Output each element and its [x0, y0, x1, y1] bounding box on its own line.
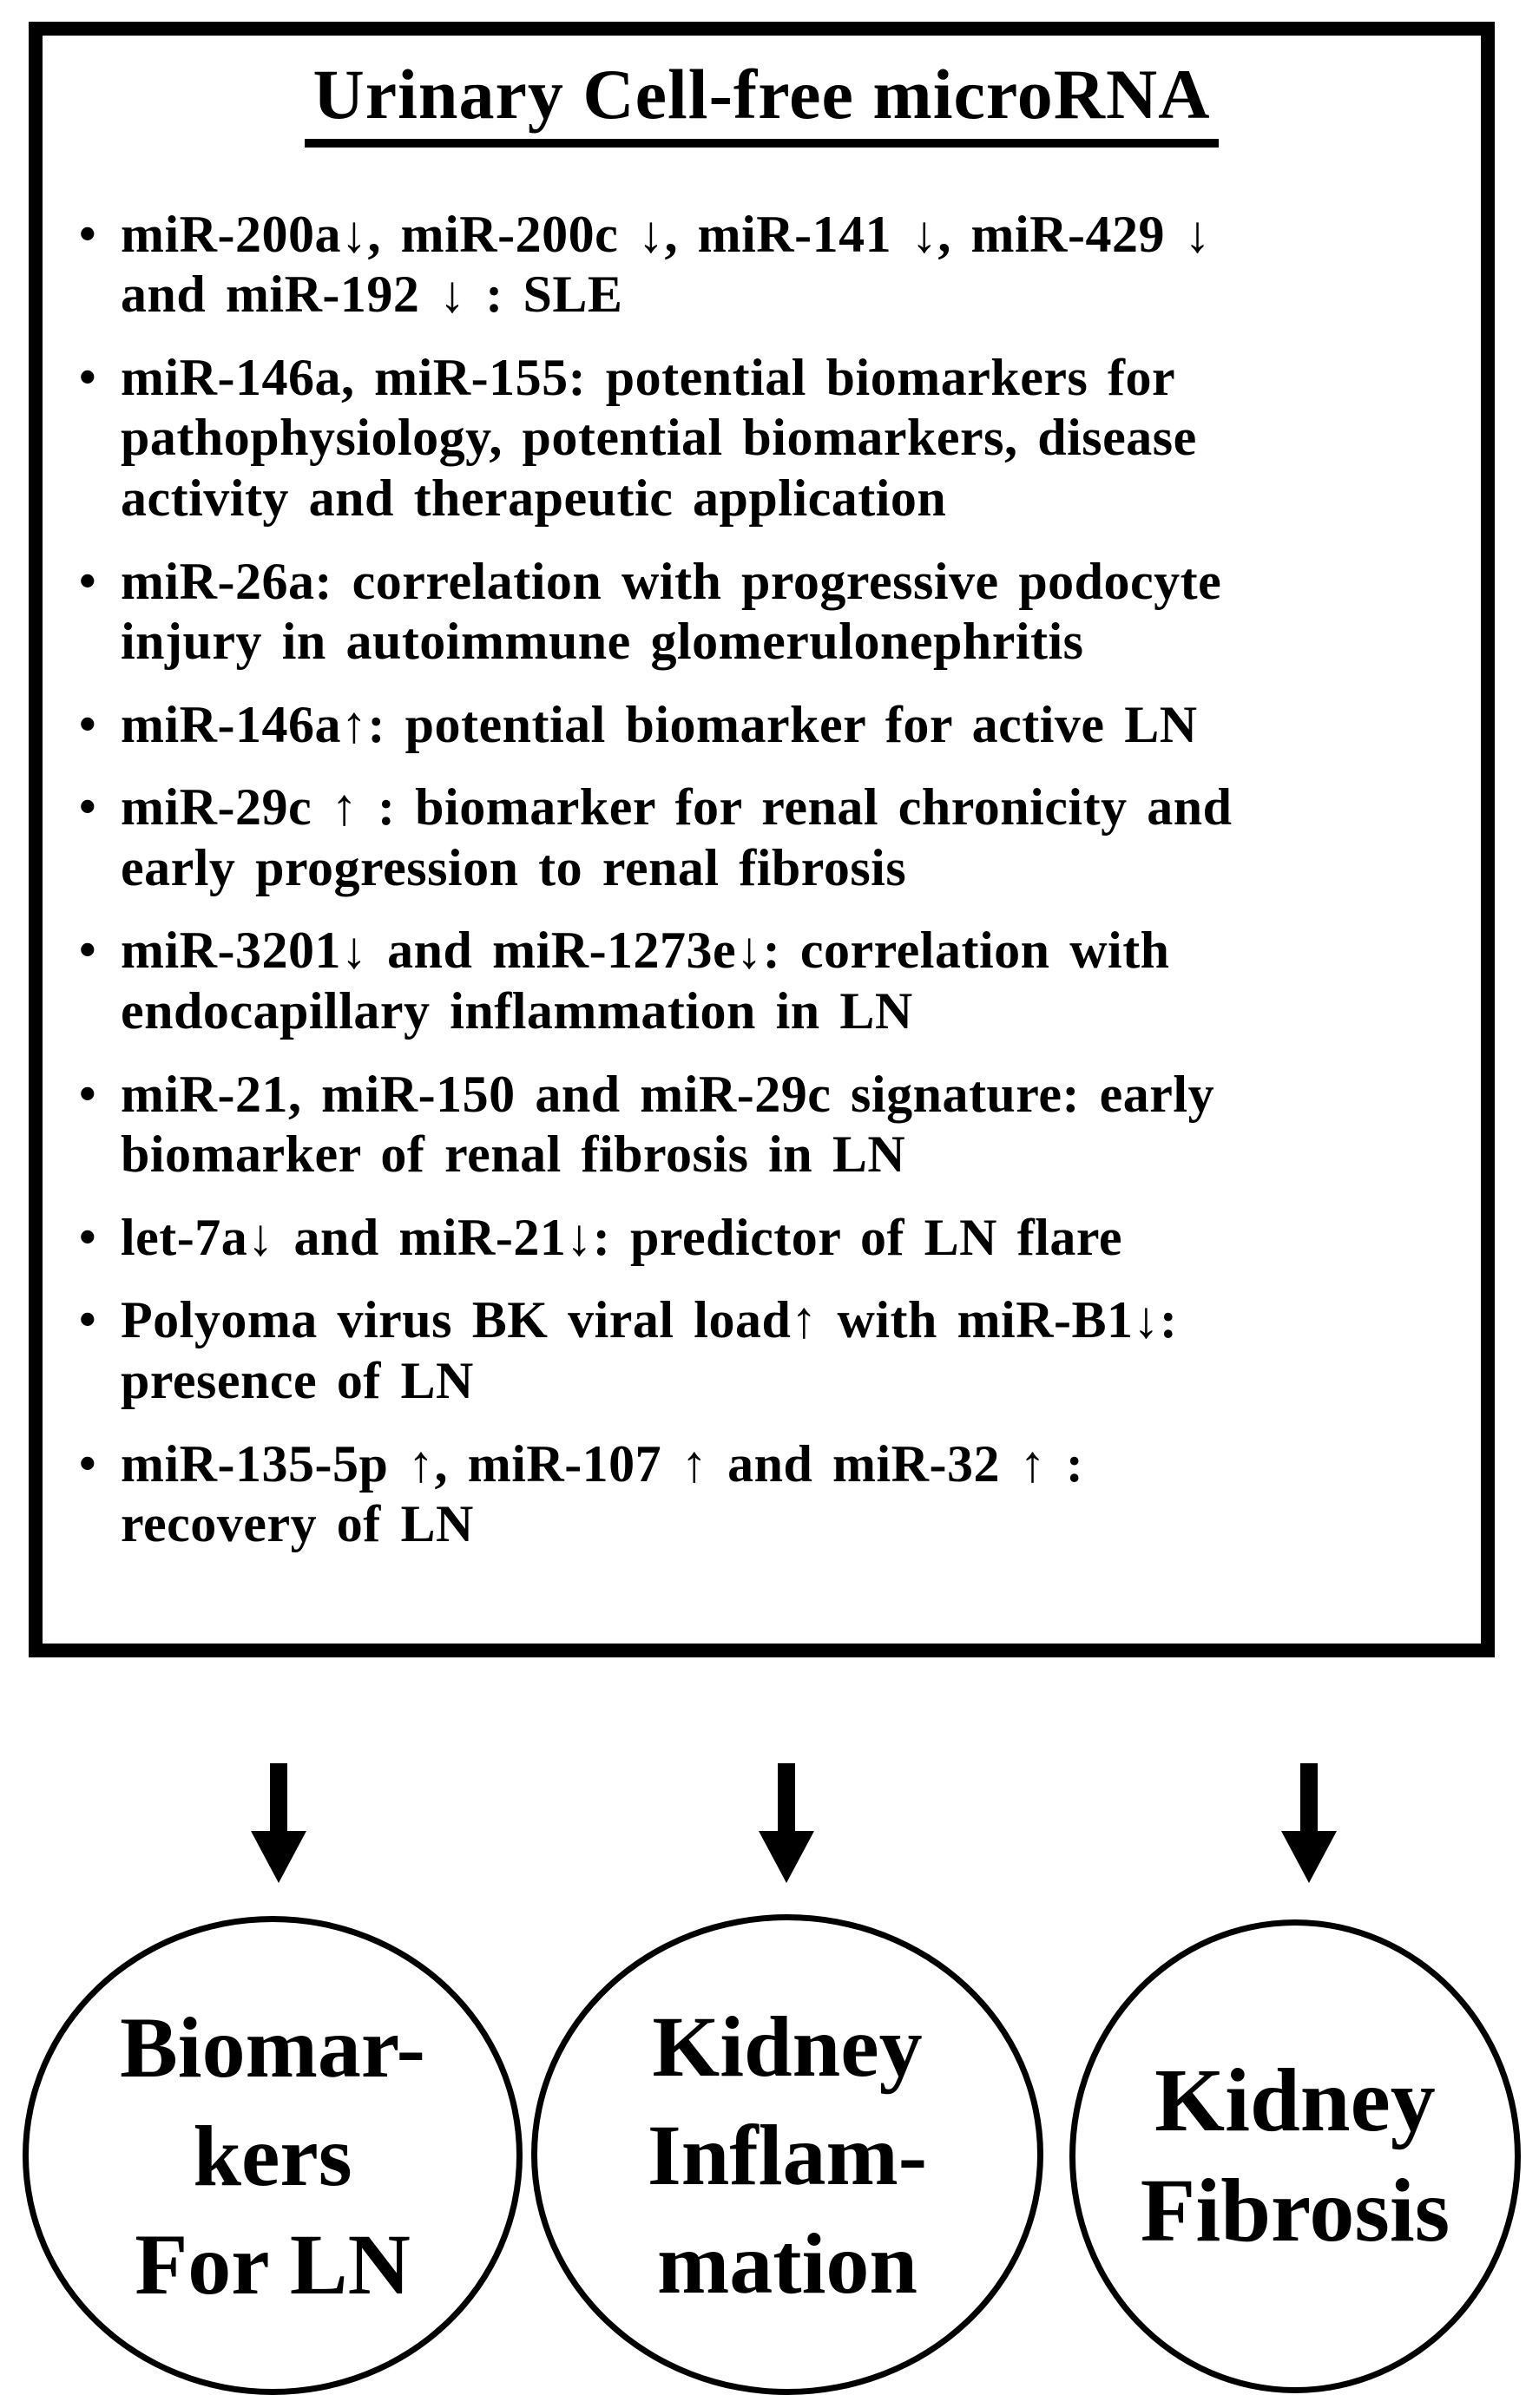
- bullet-marker: •: [79, 554, 96, 608]
- bullet-item: • let-7a↓ and miR-21↓: predictor of LN f…: [76, 1208, 1458, 1269]
- bullet-text: miR-146a, miR-155: potential biomarkers …: [121, 348, 1197, 527]
- bullet-text: miR-29c ↑ : biomarker for renal chronici…: [121, 778, 1233, 896]
- bullet-marker: •: [79, 1210, 96, 1264]
- bullet-item: • miR-146a↑: potential biomarker for act…: [76, 695, 1458, 756]
- arrow-stem: [778, 1763, 795, 1831]
- bullet-item: • miR-29c ↑ : biomarker for renal chroni…: [76, 778, 1458, 898]
- bullet-text: miR-21, miR-150 and miR-29c signature: e…: [121, 1065, 1215, 1184]
- circle-kidney-fibrosis: Kidney Fibrosis: [1069, 1919, 1521, 2393]
- bullet-text: miR-135-5p ↑, miR-107 ↑ and miR-32 ↑ : r…: [121, 1434, 1084, 1553]
- bullet-item: • miR-26a: correlation with progressive …: [76, 552, 1458, 673]
- bullet-item: • miR-200a↓, miR-200c ↓, miR-141 ↓, miR-…: [76, 205, 1458, 325]
- bullet-marker: •: [79, 923, 96, 978]
- circle-biomarkers-for-ln: Biomar- kers For LN: [23, 1916, 523, 2395]
- arrow-head: [251, 1831, 306, 1883]
- down-arrow-icon: [759, 1763, 814, 1883]
- arrow-head: [1281, 1831, 1337, 1883]
- bullet-marker: •: [79, 207, 96, 261]
- bullet-text: Polyoma virus BK viral load↑ with miR-B1…: [121, 1291, 1178, 1410]
- urinary-microrna-box: Urinary Cell-free microRNA • miR-200a↓, …: [29, 22, 1495, 1657]
- down-arrow-icon: [251, 1763, 306, 1883]
- circle-label: Kidney Fibrosis: [1140, 2050, 1450, 2260]
- bullet-item: • miR-21, miR-150 and miR-29c signature:…: [76, 1065, 1458, 1185]
- bullet-text: let-7a↓ and miR-21↓: predictor of LN fla…: [121, 1208, 1123, 1266]
- bullet-text: miR-3201↓ and miR-1273e↓: correlation wi…: [121, 922, 1170, 1040]
- circle-kidney-inflammation: Kidney Inflam- mation: [531, 1914, 1043, 2395]
- bullet-item: • miR-135-5p ↑, miR-107 ↑ and miR-32 ↑ :…: [76, 1434, 1458, 1555]
- circle-label: Kidney Inflam- mation: [647, 1998, 928, 2312]
- arrow-head: [759, 1831, 814, 1883]
- bullet-list: • miR-200a↓, miR-200c ↓, miR-141 ↓, miR-…: [43, 205, 1481, 1555]
- bullet-marker: •: [79, 1066, 96, 1121]
- bullet-marker: •: [79, 1436, 96, 1491]
- box-title: Urinary Cell-free microRNA: [304, 56, 1220, 148]
- bullet-text: miR-26a: correlation with progressive po…: [121, 552, 1222, 671]
- title-wrap: Urinary Cell-free microRNA: [43, 56, 1481, 148]
- bullet-item: • miR-3201↓ and miR-1273e↓: correlation …: [76, 921, 1458, 1041]
- bullet-text: miR-146a↑: potential biomarker for activ…: [121, 695, 1198, 753]
- arrow-stem: [1300, 1763, 1318, 1831]
- bullet-text: miR-200a↓, miR-200c ↓, miR-141 ↓, miR-42…: [121, 205, 1212, 324]
- bullet-marker: •: [79, 697, 96, 751]
- bullet-marker: •: [79, 1293, 96, 1348]
- bullet-item: • miR-146a, miR-155: potential biomarker…: [76, 348, 1458, 529]
- circle-label: Biomar- kers For LN: [120, 1998, 425, 2313]
- down-arrow-icon: [1281, 1763, 1337, 1883]
- bullet-marker: •: [79, 350, 96, 404]
- bullet-marker: •: [79, 780, 96, 835]
- arrow-stem: [270, 1763, 287, 1831]
- bullet-item: • Polyoma virus BK viral load↑ with miR-…: [76, 1290, 1458, 1411]
